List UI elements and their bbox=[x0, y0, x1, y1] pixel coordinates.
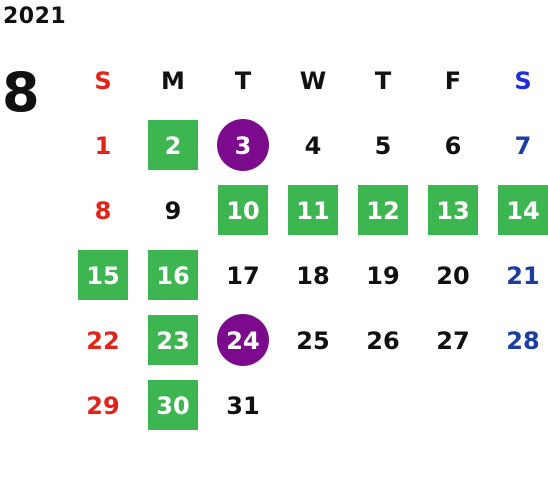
day-cell-green: 2 bbox=[138, 113, 208, 178]
day-cell-green: 11 bbox=[278, 178, 348, 243]
day-number: 4 bbox=[304, 131, 322, 160]
day-number: 1 bbox=[94, 131, 112, 160]
day-number: 13 bbox=[436, 196, 470, 225]
day-number: 23 bbox=[156, 326, 190, 355]
weekday-sun: S bbox=[94, 66, 112, 95]
day-number: 14 bbox=[506, 196, 540, 225]
day-cell-empty bbox=[488, 373, 548, 438]
day-number: 9 bbox=[164, 196, 182, 225]
day-cell: 29 bbox=[68, 373, 138, 438]
day-number: 28 bbox=[506, 326, 540, 355]
day-number: 8 bbox=[94, 196, 112, 225]
day-cell: 27 bbox=[418, 308, 488, 373]
day-cell: 9 bbox=[138, 178, 208, 243]
day-cell: 6 bbox=[418, 113, 488, 178]
weekday-thu: T bbox=[374, 66, 392, 95]
calendar-grid: S M T W T F S 1 2 3 4 5 6 7 8 9 10 11 12… bbox=[68, 48, 548, 438]
day-cell-green: 13 bbox=[418, 178, 488, 243]
day-number: 11 bbox=[296, 196, 330, 225]
day-number: 31 bbox=[226, 391, 260, 420]
day-cell-green: 10 bbox=[208, 178, 278, 243]
weekday-mon: M bbox=[161, 66, 185, 95]
day-number: 3 bbox=[234, 131, 252, 160]
day-cell-green: 12 bbox=[348, 178, 418, 243]
day-number: 2 bbox=[164, 131, 182, 160]
day-number: 17 bbox=[226, 261, 260, 290]
day-cell: 17 bbox=[208, 243, 278, 308]
day-number: 24 bbox=[226, 326, 260, 355]
day-cell: 7 bbox=[488, 113, 548, 178]
day-cell-empty bbox=[278, 373, 348, 438]
weekday-tue: T bbox=[234, 66, 252, 95]
day-number: 20 bbox=[436, 261, 470, 290]
day-cell: 22 bbox=[68, 308, 138, 373]
day-cell: 4 bbox=[278, 113, 348, 178]
year-label: 2021 bbox=[3, 4, 67, 29]
day-cell: 18 bbox=[278, 243, 348, 308]
day-cell-purple: 24 bbox=[208, 308, 278, 373]
day-cell: 25 bbox=[278, 308, 348, 373]
day-cell-green: 15 bbox=[68, 243, 138, 308]
day-cell: 5 bbox=[348, 113, 418, 178]
day-cell-empty bbox=[348, 373, 418, 438]
day-number: 26 bbox=[366, 326, 400, 355]
day-number: 29 bbox=[86, 391, 120, 420]
day-number: 18 bbox=[296, 261, 330, 290]
weekday-sat: S bbox=[514, 66, 532, 95]
day-number: 27 bbox=[436, 326, 470, 355]
day-cell: 1 bbox=[68, 113, 138, 178]
day-cell: 26 bbox=[348, 308, 418, 373]
day-cell-empty bbox=[418, 373, 488, 438]
day-number: 30 bbox=[156, 391, 190, 420]
day-cell: 21 bbox=[488, 243, 548, 308]
day-cell: 19 bbox=[348, 243, 418, 308]
day-number: 10 bbox=[226, 196, 260, 225]
day-number: 6 bbox=[444, 131, 462, 160]
day-cell: 20 bbox=[418, 243, 488, 308]
day-cell-green: 16 bbox=[138, 243, 208, 308]
day-number: 22 bbox=[86, 326, 120, 355]
day-cell-purple: 3 bbox=[208, 113, 278, 178]
day-number: 19 bbox=[366, 261, 400, 290]
day-cell: 8 bbox=[68, 178, 138, 243]
day-cell: 31 bbox=[208, 373, 278, 438]
day-cell-green: 30 bbox=[138, 373, 208, 438]
day-number: 21 bbox=[506, 261, 540, 290]
day-cell: 28 bbox=[488, 308, 548, 373]
day-number: 5 bbox=[374, 131, 392, 160]
day-number: 12 bbox=[366, 196, 400, 225]
day-cell-green: 23 bbox=[138, 308, 208, 373]
month-label: 8 bbox=[2, 61, 40, 124]
day-number: 16 bbox=[156, 261, 190, 290]
day-number: 25 bbox=[296, 326, 330, 355]
day-number: 15 bbox=[86, 261, 120, 290]
day-number: 7 bbox=[514, 131, 532, 160]
weekday-wed: W bbox=[299, 66, 327, 95]
weekday-fri: F bbox=[444, 66, 462, 95]
day-cell-green: 14 bbox=[488, 178, 548, 243]
